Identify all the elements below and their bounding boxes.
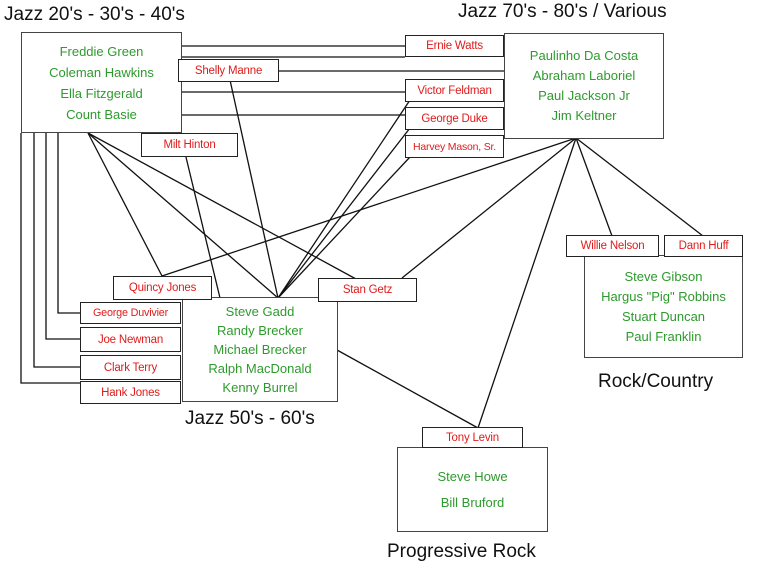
tag-joe-newman: Joe Newman (80, 327, 181, 352)
musician-name: Ralph MacDonald (208, 361, 312, 376)
musician-name: Abraham Laboriel (532, 68, 636, 83)
musician-name: Bill Bruford (440, 494, 505, 510)
link-line (161, 137, 577, 277)
musician-name: Hargus "Pig" Robbins (601, 288, 726, 304)
jazz-2040-box: Freddie Green Coleman Hawkins Ella Fitzg… (21, 32, 182, 133)
tag-george-duke: George Duke (405, 107, 504, 130)
link-line (575, 137, 613, 237)
musician-name: Coleman Hawkins (49, 64, 154, 80)
link-line (575, 137, 704, 237)
link-line (277, 99, 411, 299)
link-line (87, 132, 163, 277)
link-line (45, 133, 80, 340)
musician-name: Kenny Burrel (222, 380, 298, 395)
musician-name: Ella Fitzgerald (60, 85, 143, 101)
tag-shelly-manne: Shelly Manne (178, 59, 279, 82)
prog-rock-title: Progressive Rock (387, 541, 536, 562)
musician-name: Count Basie (66, 106, 137, 122)
tag-harvey-mason: Harvey Mason, Sr. (405, 135, 504, 158)
musician-name: Paul Franklin (625, 328, 702, 344)
link-line (401, 137, 577, 279)
musician-name: Michael Brecker (213, 342, 307, 357)
link-line (57, 133, 80, 314)
tag-dann-huff: Dann Huff (664, 235, 743, 257)
jazz-5060-title: Jazz 50's - 60's (185, 408, 315, 429)
jazz-7080-box: Paulinho Da Costa Abraham Laboriel Paul … (504, 33, 664, 139)
tag-stan-getz: Stan Getz (318, 278, 417, 302)
tag-clark-terry: Clark Terry (80, 355, 181, 380)
tag-tony-levin: Tony Levin (422, 427, 523, 448)
jazz-5060-box: Steve Gadd Randy Brecker Michael Brecker… (182, 297, 338, 402)
musician-name: Steve Gibson (624, 268, 703, 284)
rock-country-title: Rock/Country (598, 371, 714, 392)
link-line (477, 137, 577, 429)
tag-george-duvivier: George Duvivier (80, 302, 181, 324)
tag-ernie-watts: Ernie Watts (405, 35, 504, 57)
link-line (87, 132, 368, 286)
tag-hank-jones: Hank Jones (80, 381, 181, 404)
tag-milt-hinton: Milt Hinton (141, 133, 238, 157)
link-line (33, 133, 80, 368)
musician-name: Jim Keltner (551, 108, 617, 123)
musician-name: Randy Brecker (217, 323, 303, 338)
tag-victor-feldman: Victor Feldman (405, 79, 504, 102)
musician-name: Freddie Green (59, 43, 144, 59)
prog-rock-box: Steve Howe Bill Bruford (397, 447, 548, 532)
link-line (277, 127, 411, 299)
link-line (229, 79, 279, 299)
tag-willie-nelson: Willie Nelson (566, 235, 659, 257)
link-line (184, 152, 221, 299)
musician-name: Paul Jackson Jr (538, 88, 630, 103)
link-line (277, 156, 411, 299)
tag-quincy-jones: Quincy Jones (113, 276, 212, 300)
musician-name: Stuart Duncan (621, 308, 706, 324)
rock-country-box: Steve Gibson Hargus "Pig" Robbins Stuart… (584, 255, 743, 358)
musician-name: Paulinho Da Costa (529, 48, 639, 63)
link-line (20, 133, 80, 384)
link-line (336, 349, 479, 429)
jazz-7080-title: Jazz 70's - 80's / Various (458, 1, 667, 22)
musician-name: Steve Gadd (225, 304, 295, 319)
musician-name: Steve Howe (437, 468, 508, 484)
link-line (87, 132, 279, 299)
jazz-2040-title: Jazz 20's - 30's - 40's (4, 4, 185, 25)
